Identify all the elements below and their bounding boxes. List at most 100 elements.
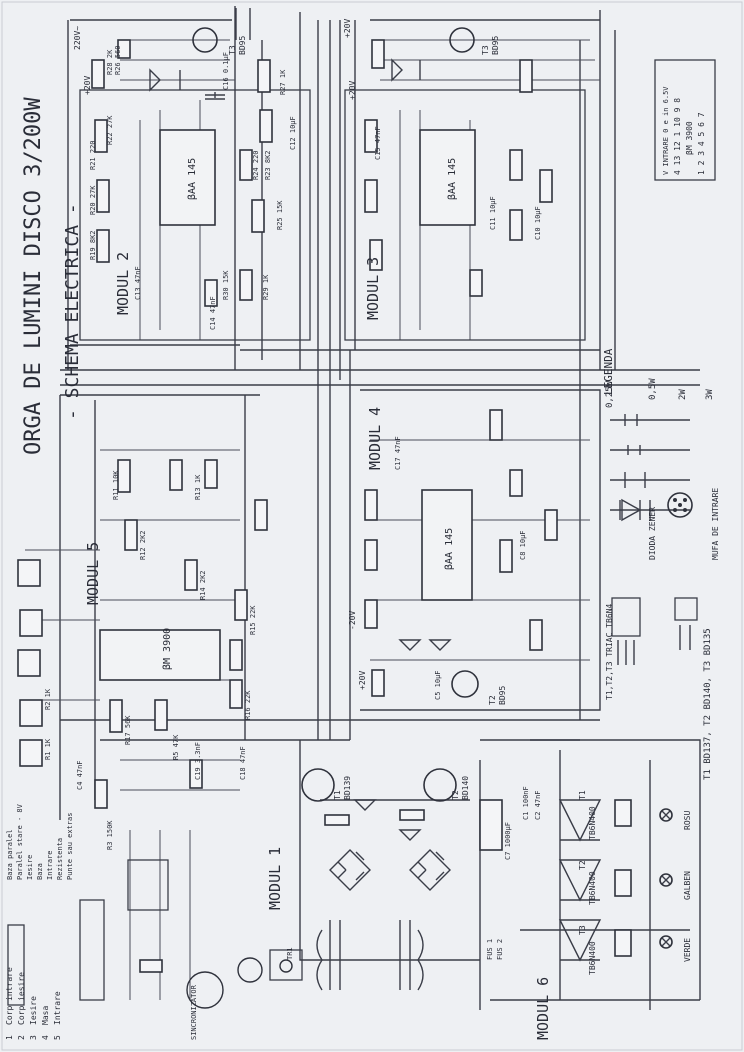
r29-label: R29 1K [262,274,270,300]
r26-label: R26 560 [114,45,122,75]
c16-label: C16 0.1µF [222,52,230,90]
conn-sig-5: Intrare [53,991,62,1025]
conn-right-3: Iesire [26,855,34,880]
c5-label: C5 10µF [434,670,442,700]
module-6-label: MODUL 6 [534,977,552,1040]
t1-m1-label: T1 [333,790,342,800]
conn-right-6: Rezistenta [56,838,64,880]
transistor-info-2: T1 BD137, T2 BD140, T3 BD135 [703,628,713,780]
legend-title: LEGENDA [602,348,615,395]
module-5-label: MODUL 5 [84,542,102,605]
legend-item-2: 0,5W [648,378,658,400]
conn-pin-3: 3 [29,1035,38,1040]
diagram-title: ORGA DE LUMINI DISCO 3/200W [21,97,46,455]
t2-m1-part: BD140 [461,776,470,800]
r20-label: R20 27K [89,185,97,215]
conn-pin-5: 5 [53,1035,62,1040]
ic-m4-label: βAA 145 [444,528,455,570]
ic-pinout-row-1: 4 13 12 1 10 9 8 [673,98,682,175]
c13-label: C13 47nF [134,266,142,300]
r16-label: R16 22K [244,690,252,720]
triac-1-label: T1 [578,790,587,800]
misc-220v: 220V~ [73,26,82,50]
t3-m3-label: T3 [481,45,490,55]
c10-label: C10 10µF [534,206,542,240]
c8-label: C8 10µF [519,530,527,560]
r27-label: R27 1K [279,69,287,95]
module-1-block [237,768,503,991]
triac-3-part: TB6N400 [588,941,597,975]
c12-label: C12 10µF [289,116,297,150]
ic-m5-label: βM 3900 [162,628,173,670]
triac-1-part: TB6N400 [588,806,597,840]
c17-label: C17 47nF [394,436,402,470]
r14-label: R14 2K2 [199,570,207,600]
voltage-label-3: -20V [348,611,357,630]
c4-label: C4 47nF [76,760,84,790]
conn-pin-2: 2 [17,1035,26,1040]
socket-symbol-label: MUFA DE INTRARE [711,488,720,560]
legend-item-1: 0,25W [605,380,615,408]
misc-sincronizator: SINCRONIZATOR [190,984,198,1040]
connector-block [7,859,224,1009]
zener-symbol-label: DIODA ZENER [648,507,657,560]
ic-m3-label: βAA 145 [447,158,458,200]
r24-label: R24 220 [252,150,260,180]
c19-label: C19 3.3nF [194,742,202,780]
t2-m4-part: BD95 [498,686,507,705]
c18-label: C18 47nF [239,746,247,780]
r11-label: R11 10K [112,470,120,500]
voltage-label-2: +20V [348,81,357,100]
module-5-block [17,459,268,809]
r25-label: R25 15K [276,200,284,230]
t2-m1-label: T2 [451,790,460,800]
diagram-subtitle: - SCHEMA ELECTRICA - [62,203,83,420]
triac-2-part: TB6N400 [588,871,597,905]
t3-m3-part: BD95 [491,36,500,55]
module-3-label: MODUL 3 [364,257,382,320]
t2-m4-label: T2 [488,695,497,705]
triac-3-label: T3 [578,925,587,935]
transistor-symbol [192,27,218,53]
r15-label: R15 22K [249,605,257,635]
wiring [25,6,701,1010]
ic-m2 [159,129,216,226]
conn-pin-4: 4 [41,1035,50,1040]
legend-item-4: 3W [705,389,715,400]
misc-tr1: TR1 [286,947,294,960]
conn-sig-4: Masa [41,1006,50,1025]
r30-label: R30 15K [222,270,230,300]
legend-symbols [610,414,698,665]
module-4-block [364,409,558,698]
module-2-block [79,27,311,341]
r1-label: R1 1K [44,738,52,760]
c7-label: C7 1000µF [504,822,512,860]
c15-label: C15 47nF [374,126,382,160]
r12-label: R12 2K2 [139,530,147,560]
r17-label: R17 56K [124,715,132,745]
ic-pinout-row-3: 1 2 3 4 5 6 7 [697,112,706,175]
connector-table: 1 Corp intrare 2 Corp iesire 3 Iesire 4 … [5,967,62,1040]
connector-right-text: Baza paralel Paralel stare - 8V Iesire B… [6,803,74,880]
module-4-label: MODUL 4 [366,407,384,470]
r28-label: R28 2K [106,49,114,75]
conn-right-2: Paralel stare - 8V [16,803,24,880]
voltage-label-5: +20V [343,19,352,38]
lamp-3-label: VERDE [683,938,692,962]
r13-label: R13 1K [194,474,202,500]
module-6-block [558,799,673,962]
transistor-info-1: T1,T2,T3 TRIAC TB6N4 [605,603,614,700]
ic-m2-label: βAA 145 [187,158,198,200]
t3-m2-part: BD95 [238,36,247,55]
voltage-label-1: +20V [83,76,92,95]
conn-right-5: Intrare [46,850,54,880]
conn-right-1: Baza paralel [6,829,14,880]
c14-label: C14 47nF [209,296,217,330]
r21-label: R21 220 [89,140,97,170]
conn-sig-3: Iesire [29,996,38,1025]
triac-2-label: T2 [578,860,587,870]
conn-right-4: Baza [36,863,44,880]
c11-label: C11 10µF [489,196,497,230]
t3-m2-label: T3 [228,45,237,55]
r5-label: R5 47K [172,734,180,760]
